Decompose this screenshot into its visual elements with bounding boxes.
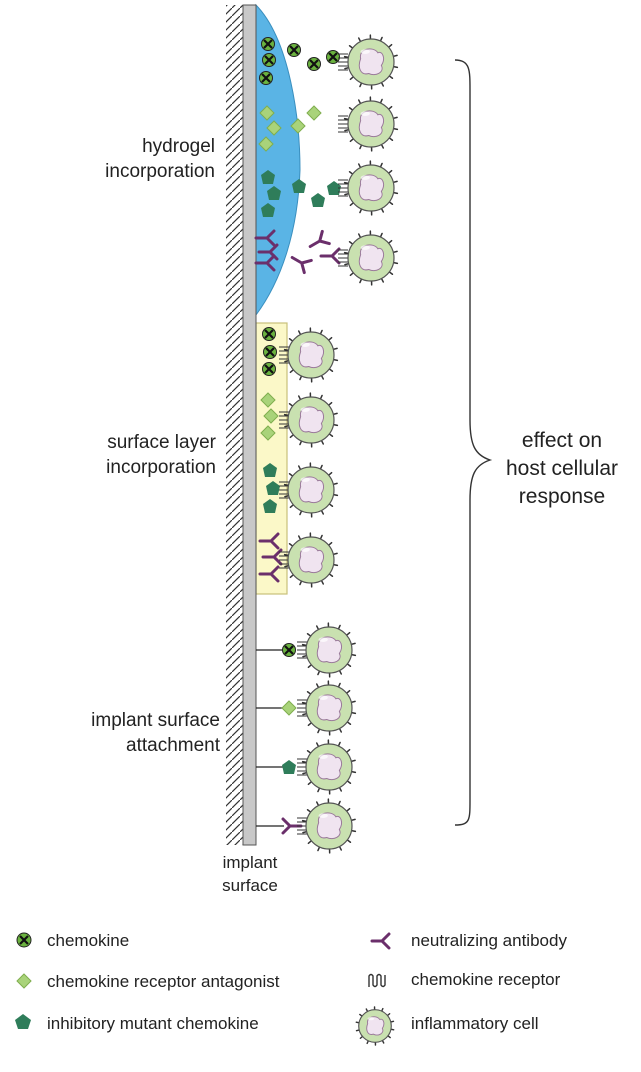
inflammatory-cell <box>303 681 356 735</box>
implant-hatch <box>226 5 243 845</box>
label-implant-surface-line1: implant <box>205 851 295 874</box>
label-hydrogel-line1: hydrogel <box>95 134 215 159</box>
label-implant-attachment: implant surface attachment <box>50 708 220 758</box>
label-surface-layer-line1: surface layer <box>60 430 216 455</box>
label-surface-layer: surface layer incorporation <box>60 430 216 480</box>
label-effect-line3: response <box>488 483 636 511</box>
inflammatory-cell <box>345 231 398 285</box>
label-implant-surface: implant surface <box>205 851 295 897</box>
legend-cell-icon <box>352 1003 398 1049</box>
legend-antibody-label: neutralizing antibody <box>411 931 567 951</box>
chemokine-icon <box>283 644 296 657</box>
inflammatory-cell <box>285 328 338 382</box>
implant-bar <box>243 5 256 845</box>
response-brace <box>455 60 490 825</box>
antibody-icon <box>289 251 312 272</box>
legend-antagonist-icon <box>14 971 34 991</box>
inflammatory-cell <box>345 35 398 89</box>
inflammatory-cell <box>285 393 338 447</box>
inflammatory-cell <box>303 740 356 794</box>
label-effect: effect on host cellular response <box>488 427 636 511</box>
legend-antibody-icon <box>368 930 392 952</box>
label-hydrogel-line2: incorporation <box>95 159 215 184</box>
inflammatory-cell <box>303 623 356 677</box>
legend-mutant-icon <box>13 1012 33 1032</box>
label-implant-attachment-line2: attachment <box>50 733 220 758</box>
inflammatory-cell <box>345 97 398 151</box>
chemokine-icon <box>263 54 276 67</box>
antibody-icon <box>307 231 330 252</box>
chemokine-icon <box>263 328 276 341</box>
legend-antagonist-label: chemokine receptor antagonist <box>47 972 279 992</box>
chemokine-icon <box>263 363 276 376</box>
label-effect-line1: effect on <box>488 427 636 455</box>
legend-receptor-label: chemokine receptor <box>411 970 560 990</box>
label-effect-line2: host cellular <box>488 455 636 483</box>
mutant-chemokine-icon <box>311 193 325 207</box>
legend-cell-label: inflammatory cell <box>411 1014 539 1034</box>
legend-mutant-label: inhibitory mutant chemokine <box>47 1014 259 1034</box>
inflammatory-cell <box>285 533 338 587</box>
antagonist-icon <box>282 701 296 715</box>
label-hydrogel: hydrogel incorporation <box>95 134 215 184</box>
chemokine-icon <box>288 44 301 57</box>
legend-receptor-icon <box>366 971 390 991</box>
chemokine-icon <box>264 346 277 359</box>
chemokine-icon <box>308 58 321 71</box>
chemokine-icon <box>260 72 273 85</box>
antibody-icon <box>321 249 339 263</box>
antagonist-icon <box>307 106 321 120</box>
inflammatory-cell <box>303 799 356 853</box>
legend-chemokine-label: chemokine <box>47 931 129 951</box>
inflammatory-cell <box>285 463 338 517</box>
legend-chemokine-icon <box>14 930 34 950</box>
legend-inflammatory-cell <box>356 1007 393 1045</box>
chemokine-icon <box>262 38 275 51</box>
chemokine-icon <box>327 51 340 64</box>
inflammatory-cell <box>345 161 398 215</box>
mutant-chemokine-icon <box>282 760 296 774</box>
label-implant-attachment-line1: implant surface <box>50 708 220 733</box>
label-surface-layer-line2: incorporation <box>60 455 216 480</box>
label-implant-surface-line2: surface <box>205 874 295 897</box>
